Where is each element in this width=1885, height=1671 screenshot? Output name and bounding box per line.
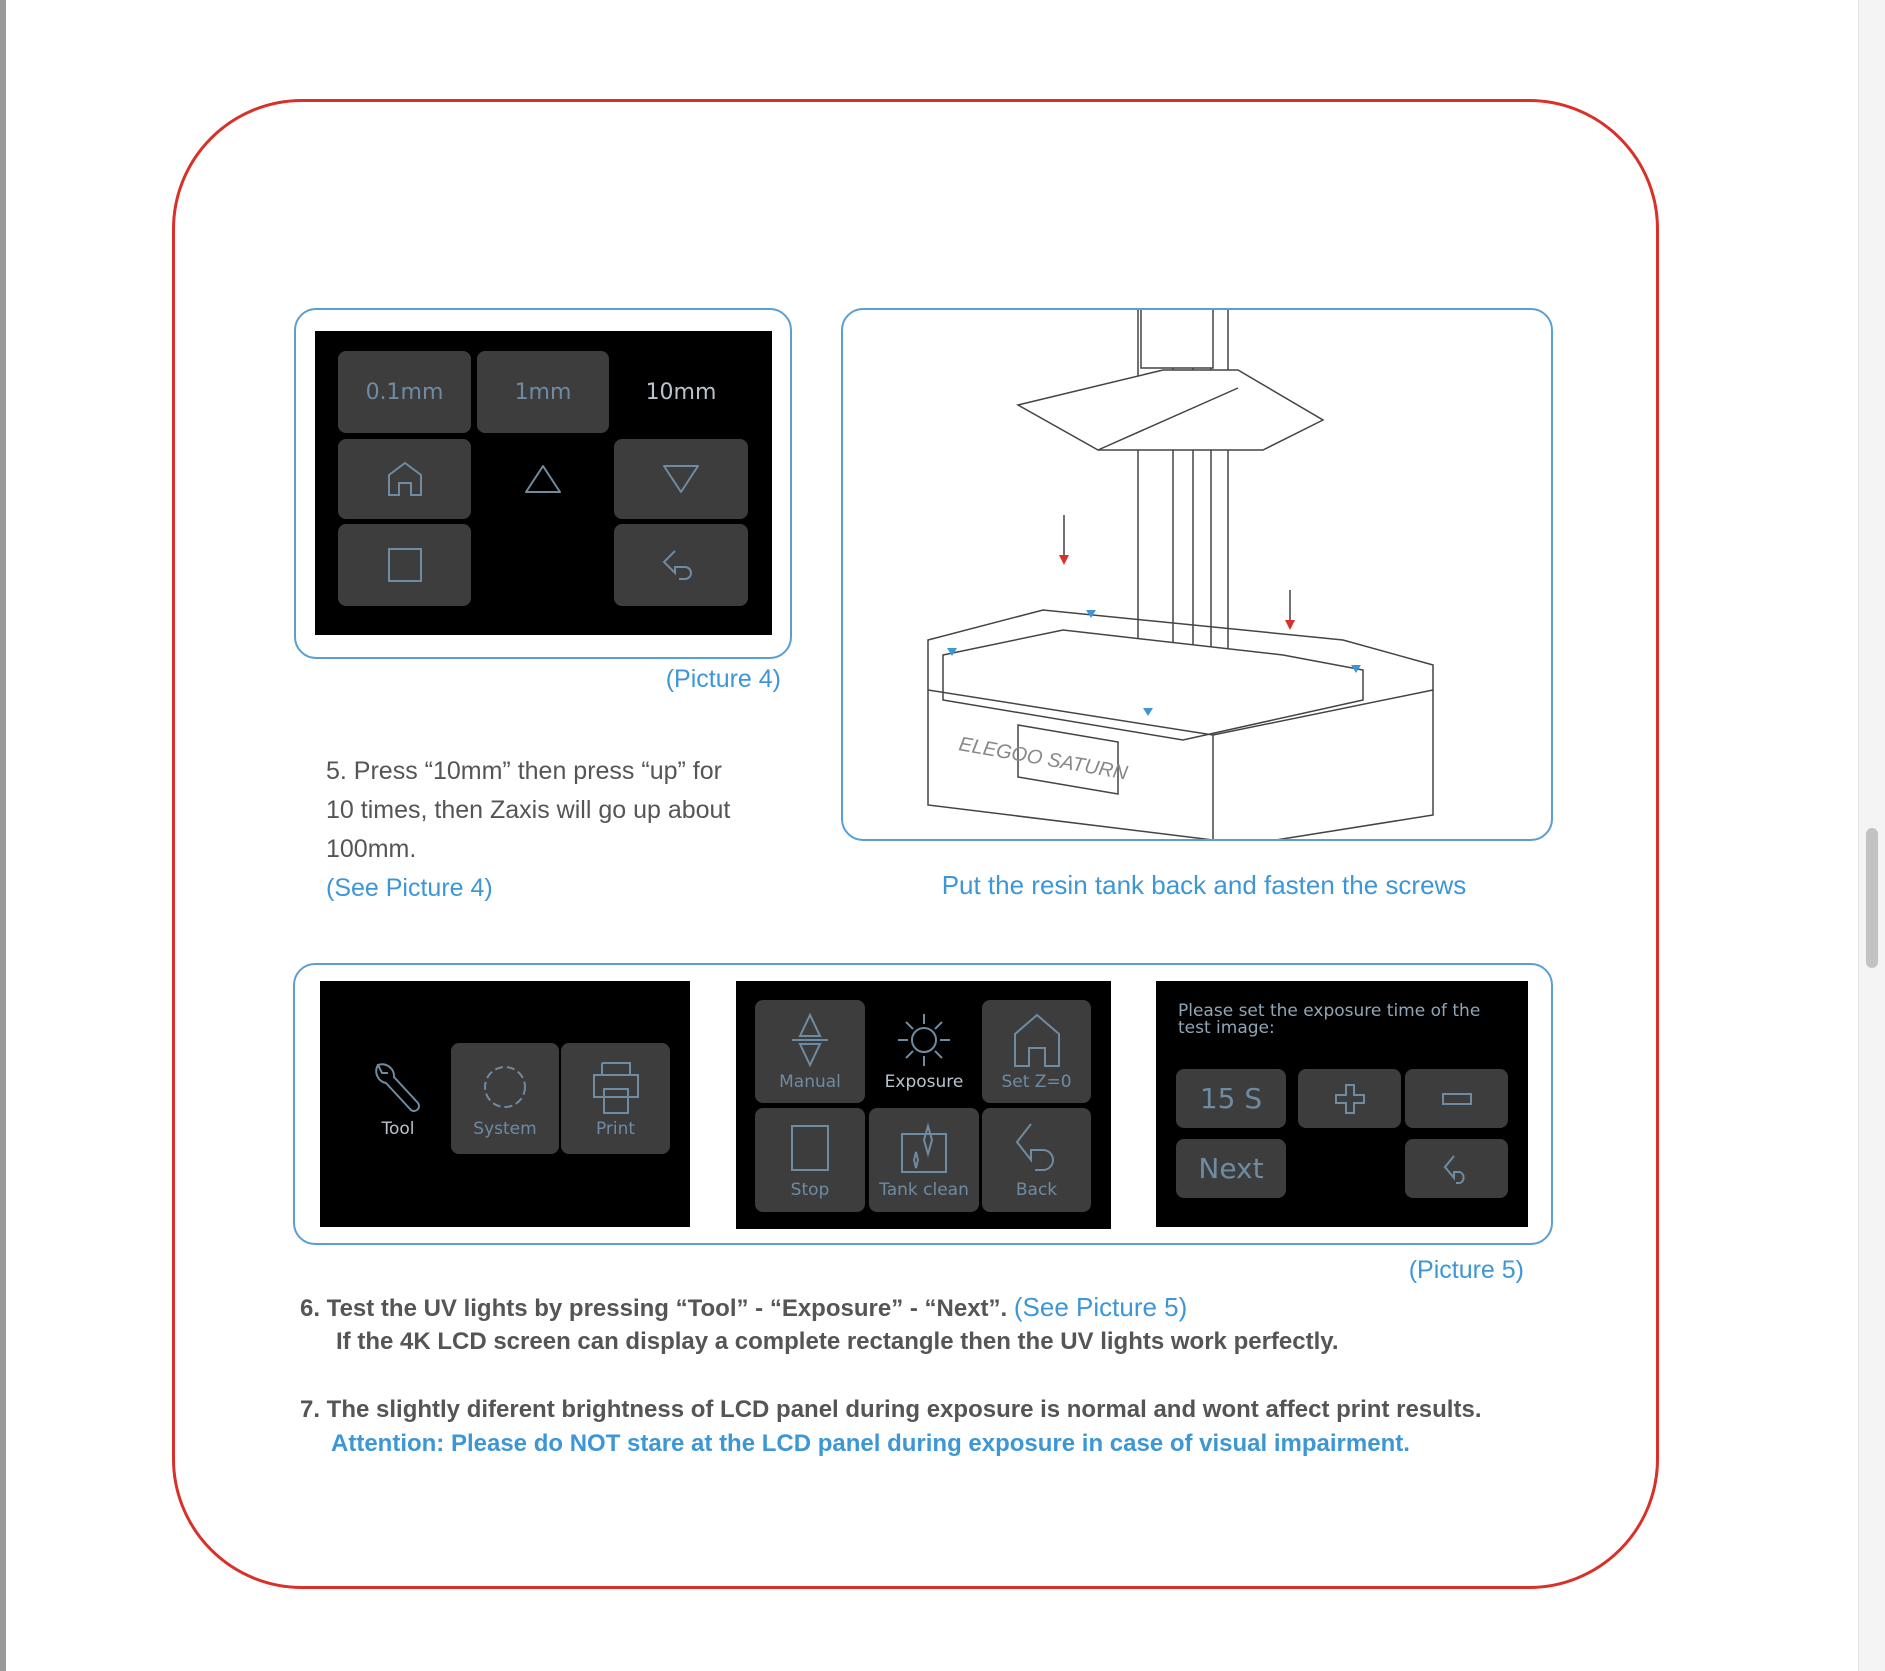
tank-sparkle-icon <box>901 1122 947 1173</box>
print-button[interactable]: Print <box>561 1043 670 1154</box>
step-6-text: 6. Test the UV lights by pressing “Tool”… <box>300 1295 1008 1322</box>
button-label: Exposure <box>884 1071 964 1092</box>
picture-5-caption: (Picture 5) <box>1408 1256 1524 1284</box>
stop-button[interactable] <box>338 524 471 606</box>
gear-icon <box>484 1065 526 1108</box>
step-5-line: 5. Press “10mm” then press “up” for <box>326 757 722 785</box>
triangle-up-icon <box>525 465 561 493</box>
next-button[interactable]: Next <box>1176 1139 1286 1198</box>
step-6-detail: If the 4K LCD screen can display a compl… <box>336 1328 1339 1355</box>
stop-button[interactable]: Stop <box>755 1108 865 1212</box>
step-7-text: 7. The slightly diferent brightness of L… <box>300 1396 1482 1423</box>
lcd-screen-picture-4: 0.1mm 1mm 10mm <box>315 331 772 635</box>
tool-button[interactable]: Tool <box>345 1043 451 1154</box>
printer-illustration-frame: ELEGOO SATURN <box>841 308 1553 841</box>
back-button[interactable] <box>614 524 748 606</box>
step-10mm-button[interactable]: 10mm <box>614 351 748 433</box>
brand-logo: ELEGOO SATURN <box>957 733 1130 784</box>
wrench-icon <box>375 1062 420 1112</box>
step-0.1mm-button[interactable]: 0.1mm <box>338 351 471 433</box>
manual-button[interactable]: Manual <box>755 1000 865 1103</box>
button-label: 0.1mm <box>365 379 444 405</box>
lcd-screen-exposure: Please set the exposure time of the test… <box>1156 981 1528 1227</box>
button-label: Set Z=0 <box>1001 1071 1072 1092</box>
button-label: Back <box>1015 1180 1058 1200</box>
button-label: 10mm <box>645 379 717 405</box>
triangle-down-icon <box>663 465 699 493</box>
printer-caption: Put the resin tank back and fasten the s… <box>941 870 1467 900</box>
back-arrow-icon <box>662 550 692 580</box>
home-icon <box>387 461 422 496</box>
sun-icon <box>898 1013 950 1066</box>
tank-clean-button[interactable]: Tank clean <box>869 1108 979 1212</box>
scrollbar-thumb[interactable] <box>1866 828 1878 968</box>
button-label: System <box>473 1118 537 1139</box>
exposure-time-value[interactable]: 15 S <box>1176 1069 1286 1128</box>
see-picture-4-link: (See Picture 4) <box>326 874 493 902</box>
button-label: Tank clean <box>879 1180 969 1200</box>
button-label: Stop <box>790 1180 830 1200</box>
button-label: Tool <box>381 1118 415 1139</box>
section-border <box>172 99 1659 1589</box>
down-button[interactable] <box>614 439 748 519</box>
lcd-screen-tool-menu: Manual Exposure Set Z=0 Stop Tank clean … <box>736 981 1111 1229</box>
picture-4-caption: (Picture 4) <box>665 665 781 693</box>
button-label: Manual <box>779 1071 841 1092</box>
step-1mm-button[interactable]: 1mm <box>477 351 609 433</box>
button-label: Next <box>1198 1152 1264 1185</box>
system-button[interactable]: System <box>451 1043 559 1154</box>
manual-updown-icon <box>792 1012 828 1067</box>
stop-square-icon <box>791 1125 829 1171</box>
exposure-button[interactable]: Exposure <box>869 1000 979 1103</box>
back-button[interactable]: Back <box>982 1108 1091 1212</box>
plus-icon <box>1334 1083 1365 1114</box>
attention-warning: Attention: Please do NOT stare at the LC… <box>331 1430 1410 1457</box>
picture-5-frame <box>293 963 1553 1245</box>
up-button[interactable] <box>477 439 609 519</box>
step-5-line: 100mm. <box>326 835 417 863</box>
back-arrow-icon <box>1015 1123 1054 1171</box>
stop-square-icon <box>387 548 422 582</box>
see-picture-5-link: (See Picture 5) <box>1013 1292 1188 1322</box>
picture-4-frame <box>294 308 792 659</box>
decrease-button[interactable] <box>1405 1069 1508 1128</box>
increase-button[interactable] <box>1298 1069 1401 1128</box>
set-z0-button[interactable]: Set Z=0 <box>982 1000 1091 1103</box>
printer-illustration: ELEGOO SATURN <box>927 310 1434 839</box>
exposure-prompt: Please set the exposure time of the test… <box>1178 1001 1481 1038</box>
home-icon <box>1013 1013 1060 1067</box>
button-label: 15 S <box>1199 1082 1263 1115</box>
button-label: 1mm <box>514 379 572 405</box>
printer-icon <box>592 1061 639 1114</box>
minus-icon <box>1441 1092 1472 1105</box>
button-label: Print <box>595 1118 636 1139</box>
lcd-screen-main-menu: Tool System Print <box>320 981 690 1227</box>
window-edge <box>0 0 6 1671</box>
back-arrow-icon <box>1443 1154 1465 1184</box>
step-5-line: 10 times, then Zaxis will go up about <box>326 796 731 824</box>
home-button[interactable] <box>338 439 471 519</box>
back-button[interactable] <box>1405 1139 1508 1198</box>
